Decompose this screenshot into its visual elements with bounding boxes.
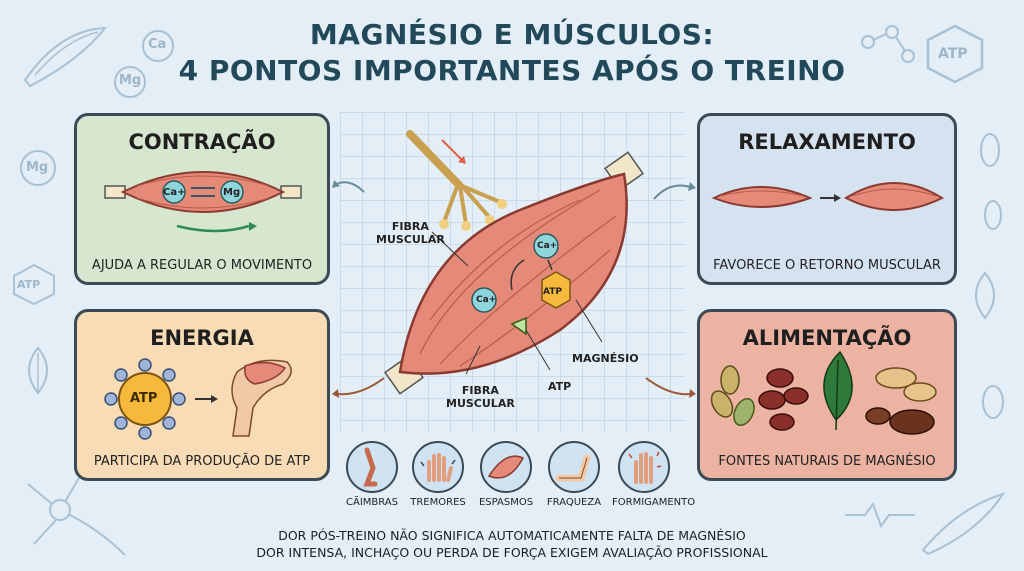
center-atp-badge-label: ATP <box>543 287 563 297</box>
peanut-decor-icon <box>980 133 1000 167</box>
label-fibra-bottom-1: FIBRA <box>461 384 499 397</box>
magnesium-shape-icon <box>510 316 527 336</box>
leaf-icon-2 <box>975 271 995 320</box>
card-contracao-title: CONTRAÇÃO <box>128 130 276 154</box>
card-contracao-caption: AJUDA A REGULAR O MOVIMENTO <box>91 258 313 273</box>
spasm-muscle-icon <box>480 441 532 493</box>
card-relaxamento-caption: FAVORECE O RETORNO MUSCULAR <box>713 258 941 273</box>
symptom-espasmos: ESPASMOS <box>474 440 538 508</box>
pointer-arrow-icon <box>441 139 466 164</box>
atp-decor-text: ATP <box>17 278 41 291</box>
arrow-to-energia-icon <box>332 377 385 398</box>
label-atp: ATP <box>548 380 572 393</box>
ca-decor-text: Ca <box>148 37 167 52</box>
symptoms-row: CÃIMBRAS TREMORES ESPASMOS FRAQUEZA FORM… <box>340 440 696 512</box>
atp-decor-text-2: ATP <box>938 46 968 62</box>
arrow-to-alimentacao-icon <box>645 377 696 398</box>
ion-mg-label: Mg <box>223 187 241 198</box>
page-title-line2: 4 PONTOS IMPORTANTES APÓS O TREINO <box>178 54 846 87</box>
label-fibra-bottom-2: MUSCULAR <box>446 397 515 410</box>
atp-hex-icon <box>13 263 55 306</box>
symptom-tremores: TREMORES <box>406 440 470 508</box>
bean-decor-icon <box>982 385 1004 419</box>
symptom-label: ESPASMOS <box>478 497 534 508</box>
contracting-muscle-icon <box>104 171 302 233</box>
symptom-formigamento: FORMIGAMENTO <box>612 440 696 508</box>
symptom-label: TREMORES <box>410 497 466 508</box>
mg-decor-text-2: Mg <box>26 160 49 175</box>
neuron-icon <box>27 475 126 556</box>
center-ion-ca-1: Ca+ <box>537 241 558 251</box>
trembling-hand-icon <box>412 441 464 493</box>
atp-gear-icon <box>926 24 984 84</box>
label-fibra-top-2: MUSCULAR <box>376 233 445 246</box>
relaxing-muscle-icon <box>711 182 945 211</box>
seeds-icon <box>710 365 755 426</box>
card-relaxamento-title: RELAXAMENTO <box>738 130 916 154</box>
weak-arm-icon <box>548 441 600 493</box>
arrow-to-relaxamento-icon <box>653 182 696 200</box>
card-alimentacao-title: ALIMENTAÇÃO <box>742 326 912 350</box>
card-contracao: CONTRAÇÃO Ca+ Mg AJUDA A REGULAR O MOVIM… <box>74 113 330 285</box>
card-relaxamento: RELAXAMENTO FAVORECE O RETORNO MUSCULAR <box>697 113 957 285</box>
footer-note-1: DOR PÓS-TREINO NÃO SIGNIFICA AUTOMATICAM… <box>278 528 746 543</box>
card-energia-caption: PARTICIPA DA PRODUÇÃO DE ATP <box>93 454 311 469</box>
atp-badge-label: ATP <box>130 391 158 406</box>
atp-badge-icon <box>541 271 571 309</box>
card-energia-title: ENERGIA <box>150 326 254 350</box>
symptom-label: FORMIGAMENTO <box>612 497 696 508</box>
muscle-sketch-icon-2 <box>921 492 1006 556</box>
label-fibra-muscular-top: FIBRA MUSCULAR <box>376 220 445 246</box>
muscle-sketch-icon <box>23 26 108 88</box>
footer-note-2: DOR INTENSA, INCHAÇO OU PERDA DE FORÇA E… <box>256 545 768 560</box>
magnesium-foods-icon <box>710 350 937 435</box>
ca-atom-icon <box>142 30 174 62</box>
molecule-icon <box>861 25 915 63</box>
mg-atom-icon-2 <box>20 150 56 186</box>
peanuts-icon <box>875 367 937 402</box>
beans-icon <box>758 368 809 431</box>
center-ion-ca-2: Ca+ <box>476 295 497 305</box>
seed-decor-icon <box>984 200 1002 230</box>
heartbeat-icon <box>845 501 915 529</box>
arrow-to-contracao-icon <box>332 180 365 193</box>
card-alimentacao: ALIMENTAÇÃO FONTES NATURAIS DE MAGNÉSIO <box>697 309 957 481</box>
symptom-label: FRAQUEZA <box>546 497 602 508</box>
mg-decor-text: Mg <box>119 73 142 88</box>
calcium-ion-icon <box>471 233 559 313</box>
symptom-caimbras: CÃIMBRAS <box>340 440 404 508</box>
spinach-icon <box>823 350 853 431</box>
nerve-icon <box>406 130 507 231</box>
label-fibra-top-1: FIBRA <box>391 220 429 233</box>
cramp-leg-icon <box>346 441 398 493</box>
cocoa-icon <box>865 407 935 435</box>
leaf-icon <box>28 346 48 395</box>
tingling-hand-icon <box>618 441 670 493</box>
page-title-line1: MAGNÉSIO E MÚSCULOS: <box>309 18 715 51</box>
label-magnesio: MAGNÉSIO <box>572 352 639 365</box>
symptom-fraqueza: FRAQUEZA <box>542 440 606 508</box>
symptom-label: CÃIMBRAS <box>346 497 398 508</box>
card-alimentacao-caption: FONTES NATURAIS DE MAGNÉSIO <box>718 454 936 469</box>
ion-ca-label: Ca+ <box>163 187 186 198</box>
muscle-fiber-illustration <box>384 130 644 395</box>
atp-energy-icon <box>104 358 292 440</box>
label-fibra-muscular-bottom: FIBRA MUSCULAR <box>446 384 515 410</box>
card-energia: ENERGIA ATP PARTICIPA DA PRODUÇÃO DE ATP <box>74 309 330 481</box>
mg-atom-icon <box>114 66 146 98</box>
